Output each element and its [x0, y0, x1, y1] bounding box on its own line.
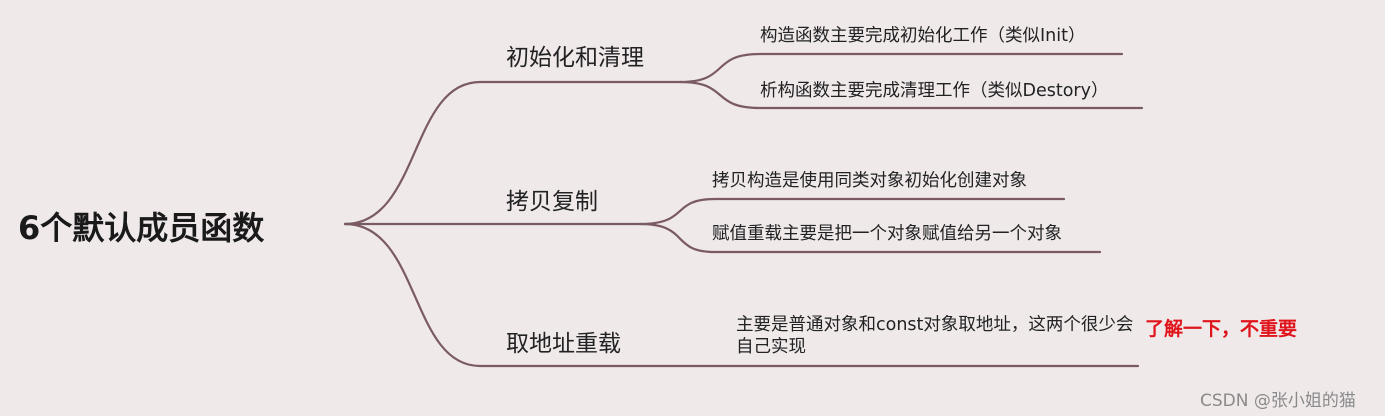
watermark: CSDN @张小姐的猫: [1200, 391, 1356, 411]
connector-root-branch-init: [343, 80, 682, 226]
leaf-destructor: 析构函数主要完成清理工作（类似Destory）: [760, 81, 1109, 101]
connector-copy-child-1: [638, 197, 1066, 226]
leaf-copy-constructor: 拷贝构造是使用同类对象初始化创建对象: [712, 171, 1027, 191]
leaf-constructor: 构造函数主要完成初始化工作（类似Init）: [760, 26, 1086, 46]
leaf-assignment-overload: 赋值重载主要是把一个对象赋值给另一个对象: [712, 224, 1062, 244]
leaf-address-of: 主要是普通对象和const对象取地址，这两个很少会自己实现: [736, 315, 1134, 357]
connector-root-branch-address: [343, 222, 1140, 368]
branch-init-cleanup: 初始化和清理: [506, 45, 644, 71]
connector-copy-child-2: [638, 222, 1102, 254]
connector-init-child-1: [678, 52, 1124, 84]
branch-copy: 拷贝复制: [506, 189, 598, 215]
connector-init-child-2: [678, 80, 1144, 110]
root-topic: 6个默认成员函数: [18, 209, 265, 247]
annotation-note: 了解一下，不重要: [1145, 318, 1298, 340]
branch-address-overload: 取地址重载: [506, 331, 621, 357]
